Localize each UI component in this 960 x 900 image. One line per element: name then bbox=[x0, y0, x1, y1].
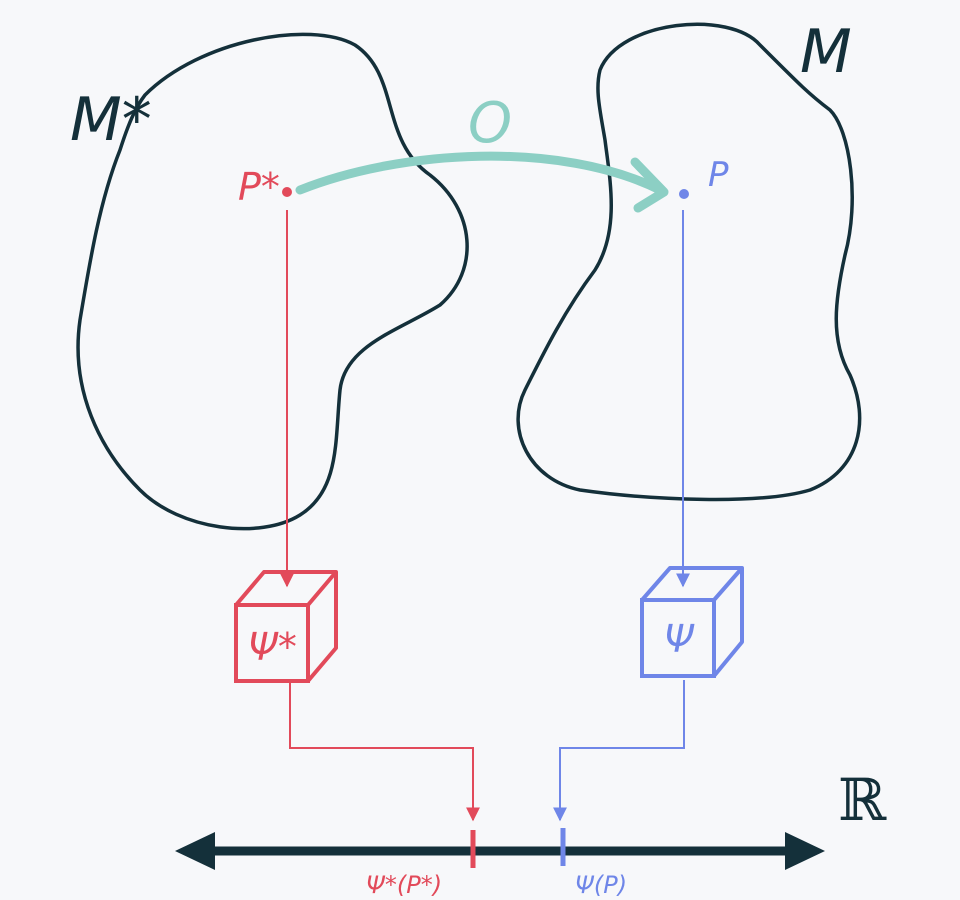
map-o-label: O bbox=[468, 91, 512, 156]
manifold-outline bbox=[516, 22, 862, 502]
map-o-arrowhead bbox=[630, 157, 669, 213]
psi-label: Ψ bbox=[664, 617, 695, 661]
value-label: Ψ(P) bbox=[575, 871, 627, 899]
reals-label: ℝ bbox=[838, 766, 887, 834]
manifold-label: M bbox=[800, 17, 852, 87]
point-dot bbox=[679, 189, 689, 199]
psi-to-line-connector bbox=[553, 680, 685, 822]
value-star-label: Ψ*(P*) bbox=[366, 871, 442, 899]
psi-star-label: Ψ* bbox=[248, 625, 297, 669]
point-label: P bbox=[708, 155, 729, 195]
point-star-dot bbox=[282, 187, 292, 197]
psi-box: Ψ bbox=[640, 566, 744, 678]
map-o-arrow bbox=[295, 151, 665, 195]
psi-star-box: Ψ* bbox=[234, 570, 338, 683]
point-star-label: P* bbox=[238, 165, 280, 209]
psi-star-to-line-connector bbox=[289, 683, 480, 822]
manifold-star-outline bbox=[76, 32, 469, 531]
real-line-right-arrowhead bbox=[785, 832, 825, 870]
manifold-star-label: M* bbox=[70, 85, 152, 155]
real-line-left-arrowhead bbox=[175, 832, 215, 870]
